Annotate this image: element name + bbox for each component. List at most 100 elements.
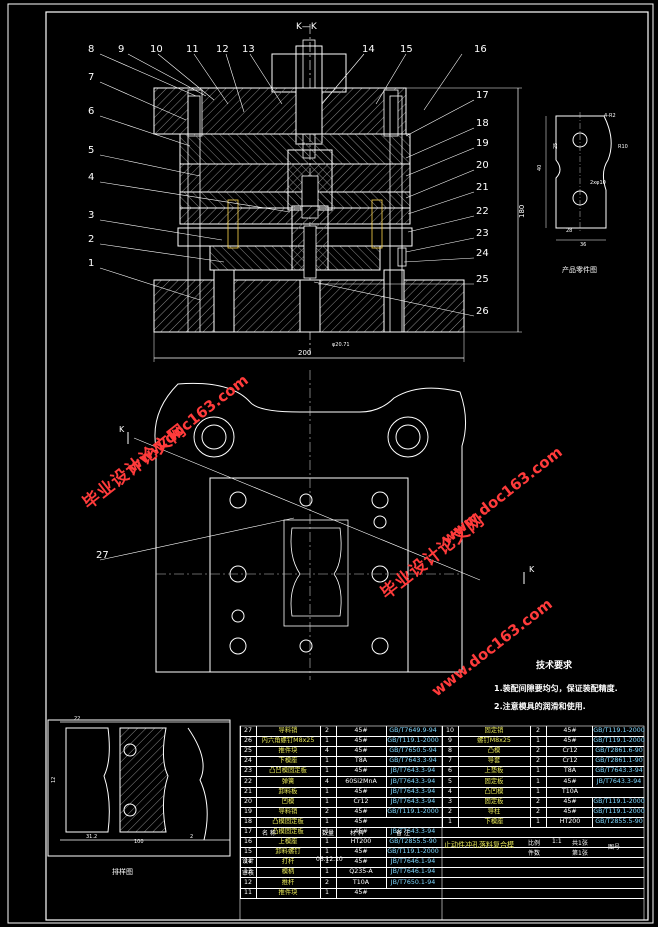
bom-cell-name: 凸凹模	[458, 786, 529, 797]
bom-cell-qty: 2	[320, 726, 333, 736]
callout-21: 21	[476, 182, 489, 193]
bom-cell-qty: 2	[320, 806, 333, 817]
bom-cell-name: 内六角螺钉M8x25	[256, 736, 319, 747]
callout-leaders	[99, 53, 475, 561]
dim-part-4r2: 4-R2	[604, 113, 616, 119]
bom-cell-mat: HT200	[336, 837, 385, 848]
strip-layout	[47, 719, 231, 857]
bom-cell-std: GB/T7643.3-94	[386, 756, 439, 767]
bom-cell-std: GB/T119.1-2000	[592, 806, 645, 817]
section-label: K—K	[296, 22, 318, 32]
bom-cell-no: 15	[240, 847, 255, 858]
bom-cell-mat: 45#	[336, 806, 385, 817]
dim-height: 180	[518, 205, 526, 218]
bom-cell-qty: 1	[530, 816, 545, 827]
tech-req-item-2: 2.注意模具的润滑和使用.	[494, 701, 586, 711]
bom-cell-mat: 45#	[336, 736, 385, 747]
callout-15: 15	[400, 44, 413, 55]
bom-cell-qty: 2	[530, 726, 545, 736]
bom-cell-qty: 1	[530, 786, 545, 797]
dim-part-r10: R10	[618, 144, 628, 150]
bom-cell-name: 凸模固定板	[256, 816, 319, 827]
bom-cell-std: GB/T7643.3-94	[592, 766, 645, 777]
strip-dim-12: 12	[51, 777, 57, 783]
bom-cell-qty: 1	[320, 847, 333, 858]
bom-cell-name: 推杆	[256, 877, 319, 888]
bom-cell-qty: 1	[320, 837, 333, 848]
col-name: 名 称	[262, 830, 276, 837]
view-marker-right: K	[529, 565, 535, 574]
bom-cell-mat: 45#	[336, 857, 385, 868]
bom-cell-no: 9	[442, 736, 457, 747]
product-part-drawing	[545, 112, 612, 241]
bom-cell-name: 打杆	[256, 857, 319, 868]
callout-11: 11	[186, 44, 199, 55]
sheet-label: 第1张	[572, 850, 588, 857]
bom-cell-no: 23	[240, 766, 255, 777]
callout-6: 6	[88, 106, 95, 117]
bom-cell-qty: 1	[320, 796, 333, 807]
bom-cell-mat: 45#	[336, 726, 385, 736]
dim-part-28: 28	[566, 228, 572, 234]
bom-cell-std: GB/T2855.5-90	[386, 837, 439, 848]
bom-cell-mat: 45#	[546, 736, 593, 747]
bom-cell-mat: 45#	[546, 726, 593, 736]
bom-cell-qty: 1	[320, 766, 333, 777]
bom-cell-no: 17	[240, 827, 255, 837]
bom-cell-no: 10	[442, 726, 457, 736]
bom-cell-no: 14	[240, 857, 255, 868]
checked-label: 审核	[242, 870, 255, 877]
callout-2: 2	[88, 234, 95, 245]
bom-cell-mat: 45#	[336, 887, 385, 898]
outer-border	[7, 3, 654, 924]
strip-dim-2: 2	[190, 834, 193, 840]
bom-cell-mat: Cr12	[546, 746, 593, 757]
bom-cell-mat: 45#	[546, 776, 593, 787]
bom-cell-name: 凹模	[256, 796, 319, 807]
bom-cell-name: 导柱	[458, 806, 529, 817]
bom-cell-std: JB/T7646.1-94	[386, 857, 439, 868]
callout-9: 9	[118, 44, 125, 55]
bom-cell-mat: 60Si2MnA	[336, 776, 385, 787]
bom-cell-mat: Cr12	[336, 796, 385, 807]
bom-cell-std: GB/T119.1-2000	[592, 736, 645, 747]
sheets-label: 共1张	[572, 840, 588, 847]
bom-cell-name: 螺钉M8x25	[458, 736, 529, 747]
callout-1: 1	[88, 258, 95, 269]
bom-cell-mat: T8A	[546, 766, 593, 777]
bom-cell-qty: 1	[530, 736, 545, 747]
bom-cell-std: JB/T7643.3-94	[592, 776, 645, 787]
qty-label: 件数	[528, 850, 541, 857]
callout-22: 22	[476, 206, 489, 217]
bom-cell-mat: Cr12	[546, 756, 593, 767]
drawing-title: 止动件冲孔落料复合模	[444, 841, 514, 849]
callout-12: 12	[216, 44, 229, 55]
bom-cell-name: 固定销	[458, 726, 529, 736]
bom-cell-no: 5	[442, 776, 457, 787]
tech-req-title: 技术要求	[536, 659, 573, 671]
bom-cell-mat: 45#	[336, 786, 385, 797]
bom-cell-mat: HT200	[546, 816, 593, 827]
bom-cell-name: 导套	[458, 756, 529, 767]
bom-cell-name: 卸料螺钉	[256, 847, 319, 858]
bom-cell-std: GB/T2855.5-90	[592, 816, 645, 827]
drawn-label: 设计	[242, 858, 255, 865]
bom-cell-no: 4	[442, 786, 457, 797]
bom-cell-mat: Q235-A	[336, 867, 385, 878]
section-view: K—K	[153, 22, 526, 362]
bom-cell-qty: 1	[320, 786, 333, 797]
bom-cell-name: 卸料板	[256, 786, 319, 797]
bom-cell-no: 18	[240, 816, 255, 827]
bom-cell-no: 3	[442, 796, 457, 807]
col-material: 材 料	[350, 830, 364, 837]
col-qty: 数量	[322, 830, 335, 837]
bom-cell-qty: 1	[530, 776, 545, 787]
bom-cell-std: JB/T7650.1-94	[386, 877, 439, 888]
bom-cell-std: GB/T7649.9-94	[386, 726, 439, 736]
dim-part-36: 36	[580, 242, 586, 248]
dim-width: 200	[298, 349, 311, 357]
